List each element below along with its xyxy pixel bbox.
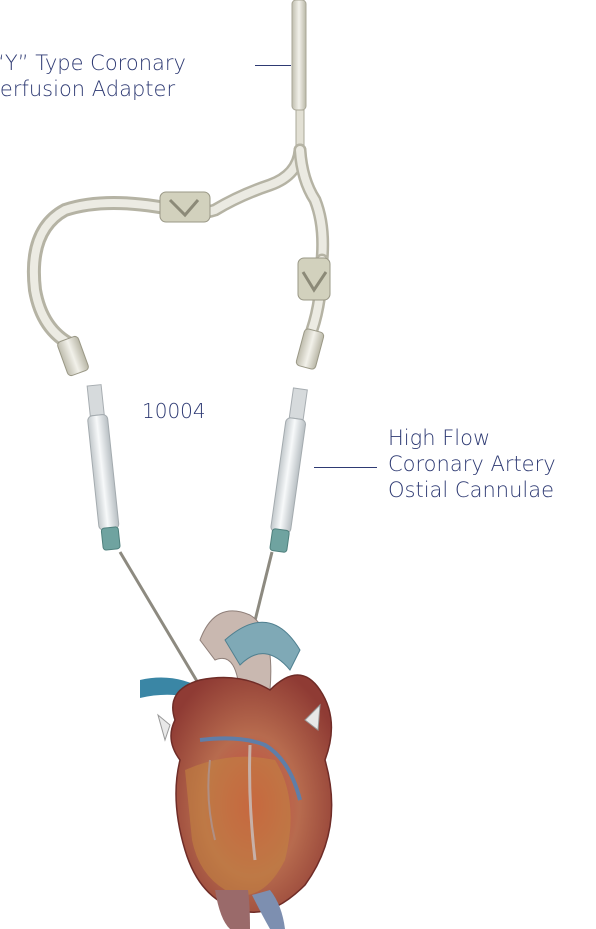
adapter-leader-line (255, 65, 291, 66)
cannulae-label-line1: High Flow (388, 425, 556, 451)
heart-illustration (140, 611, 332, 929)
left-clamp (160, 192, 210, 222)
adapter-label-line2: Perfusion Adapter (0, 76, 186, 102)
cannulae-leader-line (314, 467, 377, 468)
right-clamp (298, 258, 330, 300)
adapter-label-line1: “Y” Type Coronary (0, 50, 186, 76)
product-number: 10004 (142, 398, 206, 424)
cannulae-label-line2: Coronary Artery (388, 451, 556, 477)
adapter-label: “Y” Type Coronary Perfusion Adapter (0, 50, 186, 102)
cannulae-label-line3: Ostial Cannulae (388, 477, 556, 503)
cannulae-label: High Flow Coronary Artery Ostial Cannula… (388, 425, 556, 503)
